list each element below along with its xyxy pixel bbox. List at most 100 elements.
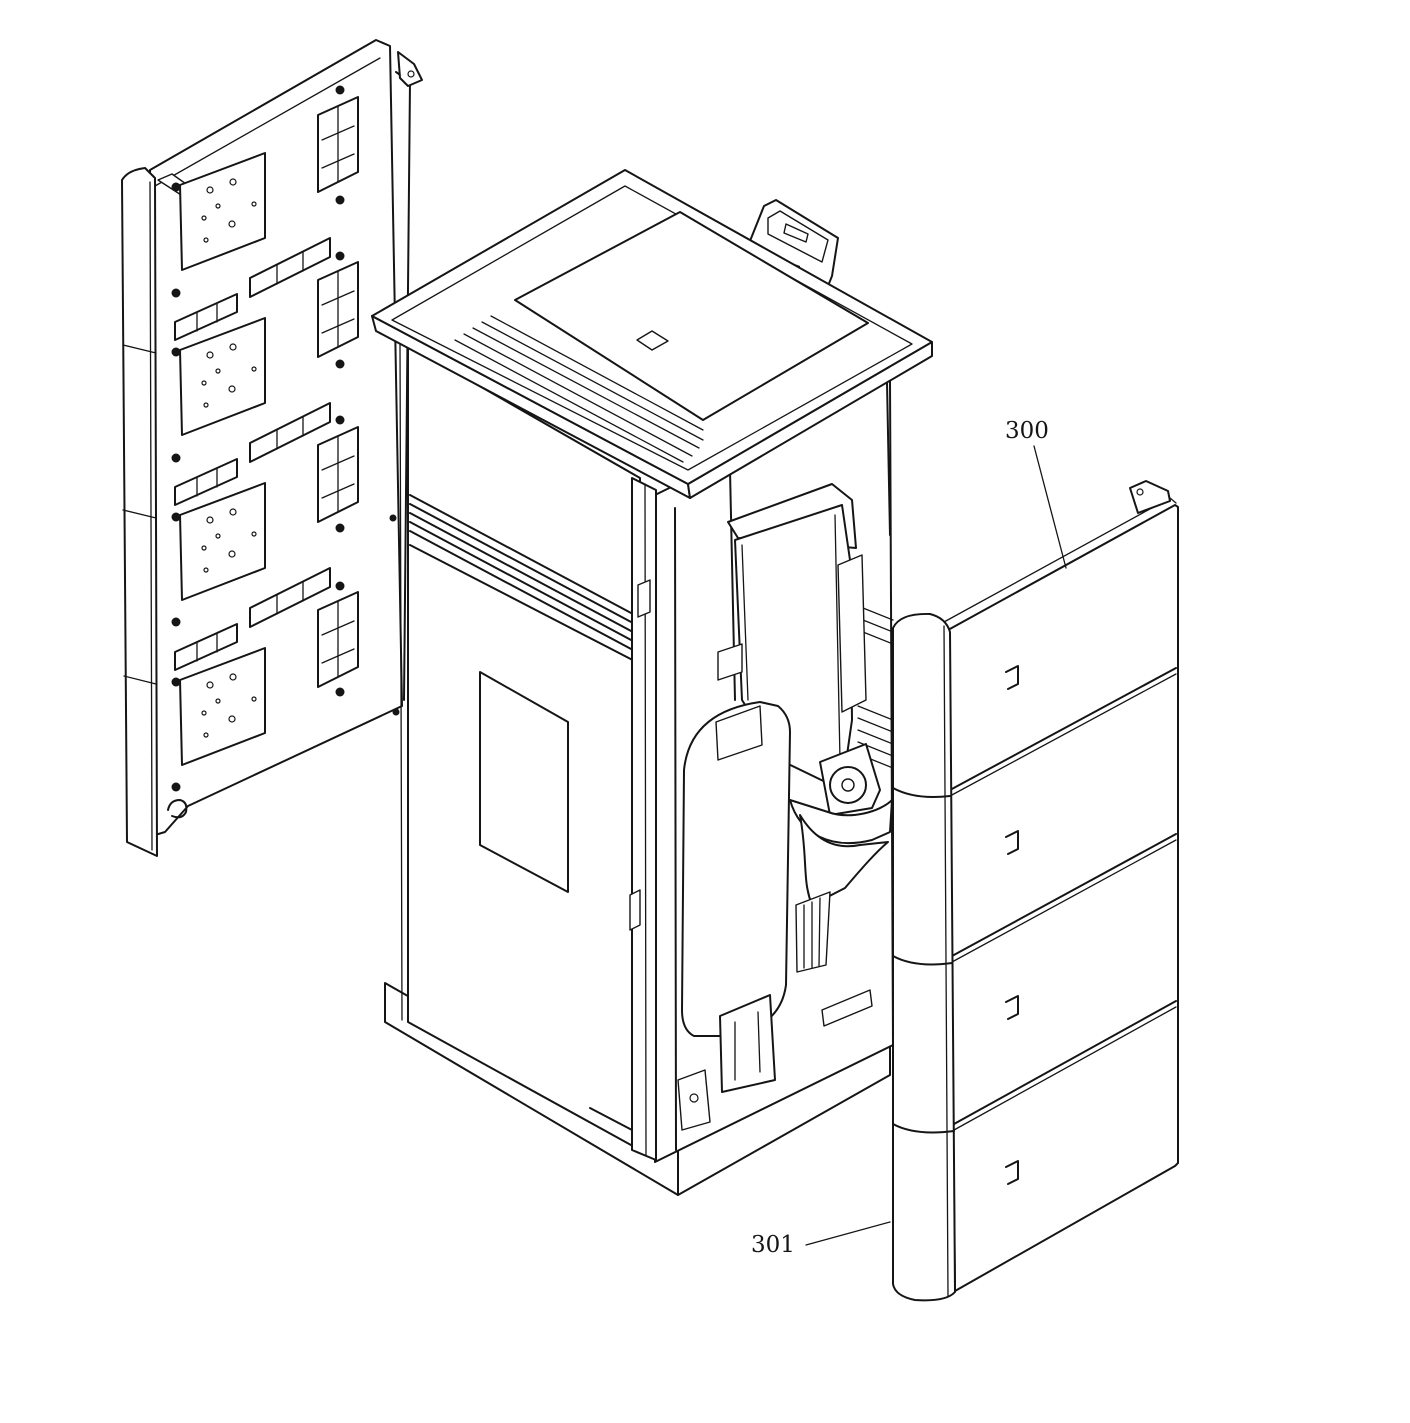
groove-line [472, 327, 700, 449]
front-column-slot [637, 579, 651, 618]
slot-bracket-left [174, 458, 238, 506]
screw-dot [171, 512, 181, 522]
top-lid-plate [514, 211, 869, 421]
callouts: 300 301 [751, 418, 1067, 1258]
right-side-panel [892, 480, 1179, 1302]
mounting-plate [179, 482, 266, 601]
plate-hole [206, 186, 214, 194]
front-inner-post [674, 507, 677, 1151]
right-panel-face [947, 504, 1179, 1292]
right-panel-division-shadow [951, 839, 1177, 963]
panel-hinge [317, 591, 359, 688]
hinge-knuckle [321, 455, 355, 499]
grille-slat [857, 705, 894, 721]
slot-bracket-right [249, 402, 331, 463]
lid-handle [636, 330, 669, 351]
base-bracket [821, 989, 873, 1027]
right-strip-division [892, 787, 951, 798]
hinge-knuckle [321, 125, 355, 169]
callout-label-301: 301 [751, 1232, 795, 1258]
side-grille [409, 494, 649, 669]
panel-hinge [317, 96, 359, 193]
callout-label-300: 300 [1005, 418, 1049, 444]
left-side-panel [121, 39, 423, 857]
slot-bracket-divider [276, 251, 304, 285]
top-cover-rim [391, 185, 913, 471]
door-latch [629, 889, 641, 931]
panel-screws [171, 85, 400, 792]
plate-hole [228, 715, 236, 723]
top-cover [371, 169, 933, 499]
front-left-column [631, 477, 657, 1161]
screw-dot [171, 182, 181, 192]
mounting-plate-outline [179, 317, 266, 436]
right-strip-division [892, 955, 953, 966]
left-strip-division [123, 675, 157, 685]
screw-dot [335, 581, 345, 591]
slot-bracket-divider [276, 581, 304, 615]
screw-dot [335, 85, 345, 95]
plate-hole [215, 368, 221, 374]
left-panel-front-strip [121, 167, 158, 857]
rear-right-post [886, 381, 891, 536]
plate-hole [228, 385, 236, 393]
screw-dot [171, 617, 181, 627]
plate-hole [251, 696, 257, 702]
plate-hole [215, 698, 221, 704]
right-panel-tab [1129, 480, 1171, 514]
plate-hole [206, 516, 214, 524]
left-panel-top-tab [397, 51, 423, 87]
slot-bracket-row [174, 567, 331, 671]
hinge-knuckle [321, 620, 355, 664]
ash-reservoir [681, 701, 791, 1037]
left-strip-inner-edge [149, 181, 153, 851]
side-window [479, 671, 569, 893]
right-panel-division [953, 1000, 1177, 1125]
plate-hole [229, 673, 237, 681]
grille-line [409, 494, 649, 623]
slot-bracket-row [174, 237, 331, 341]
panel-handle-icon [1005, 995, 1019, 1020]
screw-dot [335, 251, 345, 261]
slot-bracket-left [174, 293, 238, 341]
plate-hole [251, 366, 257, 372]
mounting-plate [179, 647, 266, 766]
plate-hole [229, 178, 237, 186]
body-left-edge [399, 341, 403, 1021]
left-panel-tab-hole [407, 70, 415, 78]
display-icon [783, 223, 809, 243]
right-panel-division [949, 667, 1177, 791]
slot-bracket-divider [196, 303, 218, 332]
mounting-plate-outline [179, 647, 266, 766]
plate-hole [229, 343, 237, 351]
callout-leader-300 [1033, 445, 1067, 569]
plate-hole [206, 681, 214, 689]
screw-dot [171, 453, 181, 463]
reservoir-bottom-bracket [719, 994, 776, 1093]
right-panel-division [951, 833, 1177, 957]
reservoir-top-bracket [715, 705, 763, 761]
plate-hole [215, 533, 221, 539]
screw-dot [171, 677, 181, 687]
screw-dot [171, 288, 181, 298]
screw-dot [335, 415, 345, 425]
control-board [837, 554, 867, 713]
hopper-clip [717, 643, 743, 681]
callout-leader-301 [805, 1221, 891, 1246]
stove-body [371, 169, 933, 1196]
plate-hole [203, 402, 209, 408]
left-strip-division [122, 509, 157, 519]
right-panel-tab-hole [1136, 488, 1144, 496]
top-grooves [454, 315, 704, 463]
panel-hinge [317, 426, 359, 523]
plate-hole [201, 710, 207, 716]
screw-dot [392, 708, 400, 716]
right-panel-division-shadow [953, 1006, 1177, 1131]
groove-line [454, 339, 684, 463]
mounting-plate [179, 152, 266, 271]
fan-hub [841, 778, 855, 792]
plate-hole [215, 203, 221, 209]
feed-auger [795, 891, 831, 973]
screw-dot [335, 359, 345, 369]
